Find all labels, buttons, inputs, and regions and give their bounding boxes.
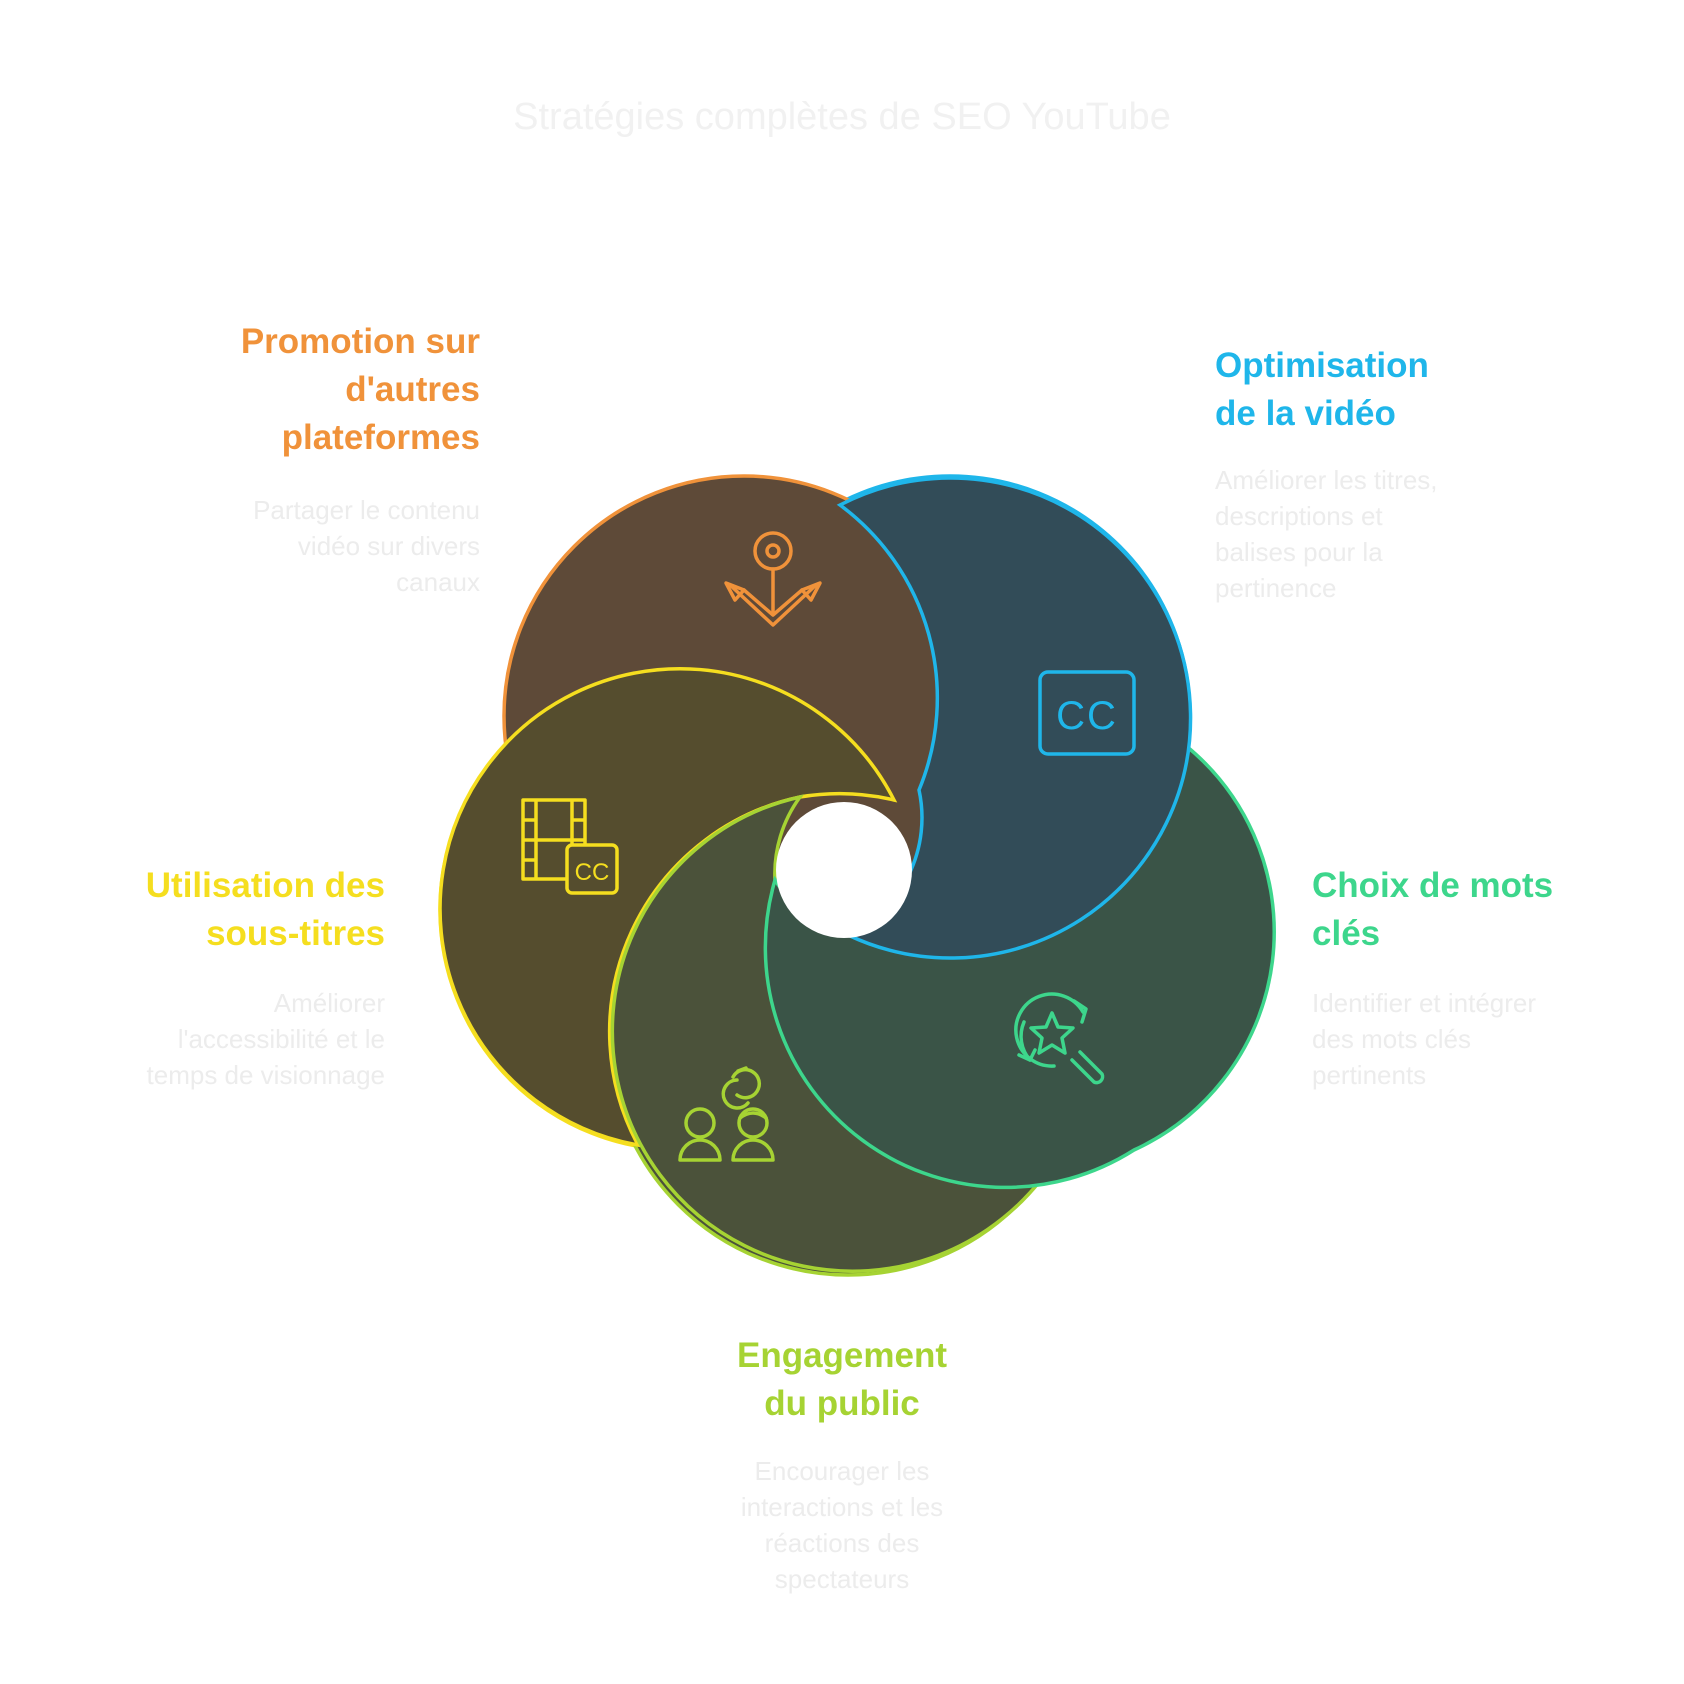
label-promotion: Promotion sur d'autres plateformes — [240, 322, 480, 457]
film-subtitles-icon: CC — [521, 798, 619, 895]
closed-caption-icon: CC — [1038, 670, 1136, 756]
label-sous-titres: Utilisation des sous-titres — [145, 866, 385, 953]
keyword-search-star-icon — [1014, 992, 1105, 1085]
audience-interaction-icon — [678, 1066, 775, 1162]
description-promotion: Partager le contenu vidéo sur divers can… — [253, 495, 480, 597]
closed-caption-icon-text: CC — [1056, 694, 1118, 738]
label-engagement: Engagement du public — [736, 1336, 948, 1423]
description-sous-titres: Améliorer l'accessibilité et le temps de… — [146, 988, 385, 1090]
page-title: Stratégies complètes de SEO YouTube — [513, 96, 1171, 138]
label-optimisation: Optimisation de la vidéo — [1215, 346, 1429, 433]
label-mots-cles: Choix de mots clés — [1312, 866, 1554, 953]
description-optimisation: Améliorer les titres, descriptions et ba… — [1215, 465, 1438, 603]
description-engagement: Encourager les interactions et les réact… — [740, 1456, 944, 1594]
film-subtitles-icon-text: CC — [575, 859, 610, 886]
description-mots-cles: Identifier et intégrer des mots clés per… — [1312, 988, 1537, 1090]
segment-optimisation-crescent — [836, 476, 1193, 960]
center-hole — [776, 802, 912, 938]
anchor-icon — [724, 531, 822, 627]
